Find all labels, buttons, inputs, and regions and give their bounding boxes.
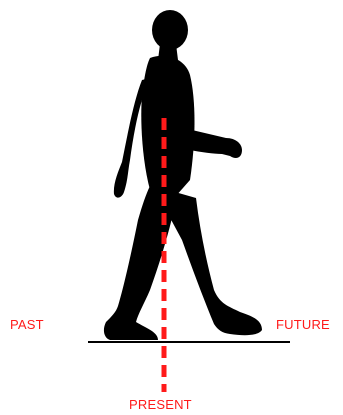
past-label: PAST xyxy=(10,317,44,332)
walking-person-silhouette-icon xyxy=(104,10,262,340)
future-label: FUTURE xyxy=(276,317,330,332)
present-label: PRESENT xyxy=(129,397,192,412)
